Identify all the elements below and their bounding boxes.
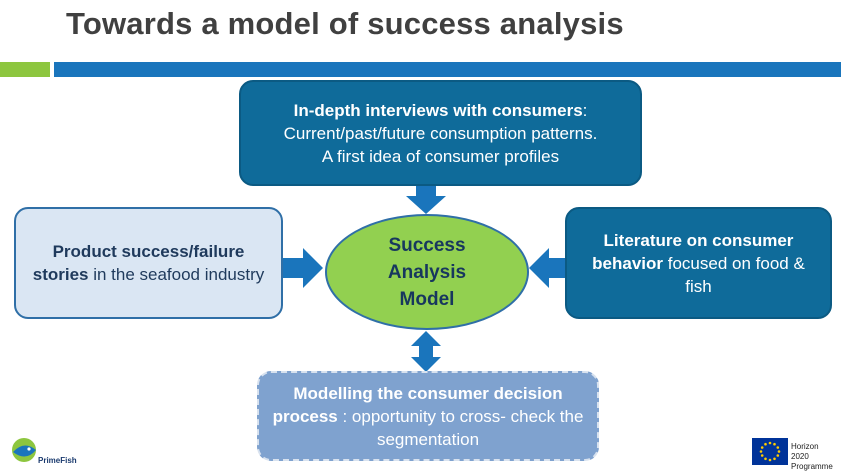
title-accent-bar-blue bbox=[54, 62, 841, 77]
center-line-2: Analysis bbox=[387, 261, 467, 283]
interviews-box: In-depth interviews with consumers: Curr… bbox=[239, 80, 642, 186]
eu-flag-icon bbox=[752, 438, 788, 465]
literature-bold: behavior bbox=[592, 253, 664, 273]
interviews-heading: In-depth interviews with consumers bbox=[293, 100, 583, 120]
right-arrow-icon bbox=[283, 248, 323, 288]
literature-heading: Literature on consumer bbox=[603, 230, 794, 250]
center-line-1: Success bbox=[388, 234, 466, 256]
success-analysis-model-node: Success Analysis Model bbox=[325, 214, 529, 330]
decision-bold: process bbox=[272, 406, 338, 426]
center-line-3: Model bbox=[399, 288, 455, 310]
down-arrow-icon bbox=[406, 186, 446, 214]
decision-rest: : opportunity to cross- check the bbox=[337, 406, 584, 426]
horizon-line-2: Programme bbox=[791, 462, 833, 471]
primefish-emblem-icon bbox=[12, 438, 36, 462]
stories-bold: stories bbox=[32, 265, 89, 284]
horizon-2020-logo: Horizon 2020 Programme bbox=[743, 438, 835, 471]
double-arrow-icon bbox=[411, 331, 441, 372]
stories-heading: Product success/failure bbox=[52, 242, 245, 261]
left-arrow-icon bbox=[529, 248, 565, 288]
interviews-line-2: Current/past/future consumption patterns… bbox=[283, 123, 598, 143]
stories-rest: in the seafood industry bbox=[88, 265, 265, 284]
literature-box: Literature on consumer behavior focused … bbox=[565, 207, 832, 319]
literature-rest: focused on food & bbox=[663, 253, 805, 273]
literature-line-3: fish bbox=[685, 276, 712, 296]
decision-model-box: Modelling the consumer decision process … bbox=[257, 371, 599, 461]
primefish-logo: PrimeFish bbox=[10, 436, 80, 468]
decision-heading: Modelling the consumer decision bbox=[293, 383, 563, 403]
primefish-wordmark: PrimeFish bbox=[38, 456, 77, 465]
horizon-line-1: Horizon 2020 bbox=[791, 442, 819, 461]
interviews-line-3: A first idea of consumer profiles bbox=[321, 146, 560, 166]
interviews-colon: : bbox=[582, 100, 588, 120]
page-title: Towards a model of success analysis bbox=[66, 6, 624, 41]
title-accent-bar-green bbox=[0, 62, 50, 77]
decision-line-3: segmentation bbox=[376, 429, 480, 449]
success-stories-box: Product success/failure stories in the s… bbox=[14, 207, 283, 319]
